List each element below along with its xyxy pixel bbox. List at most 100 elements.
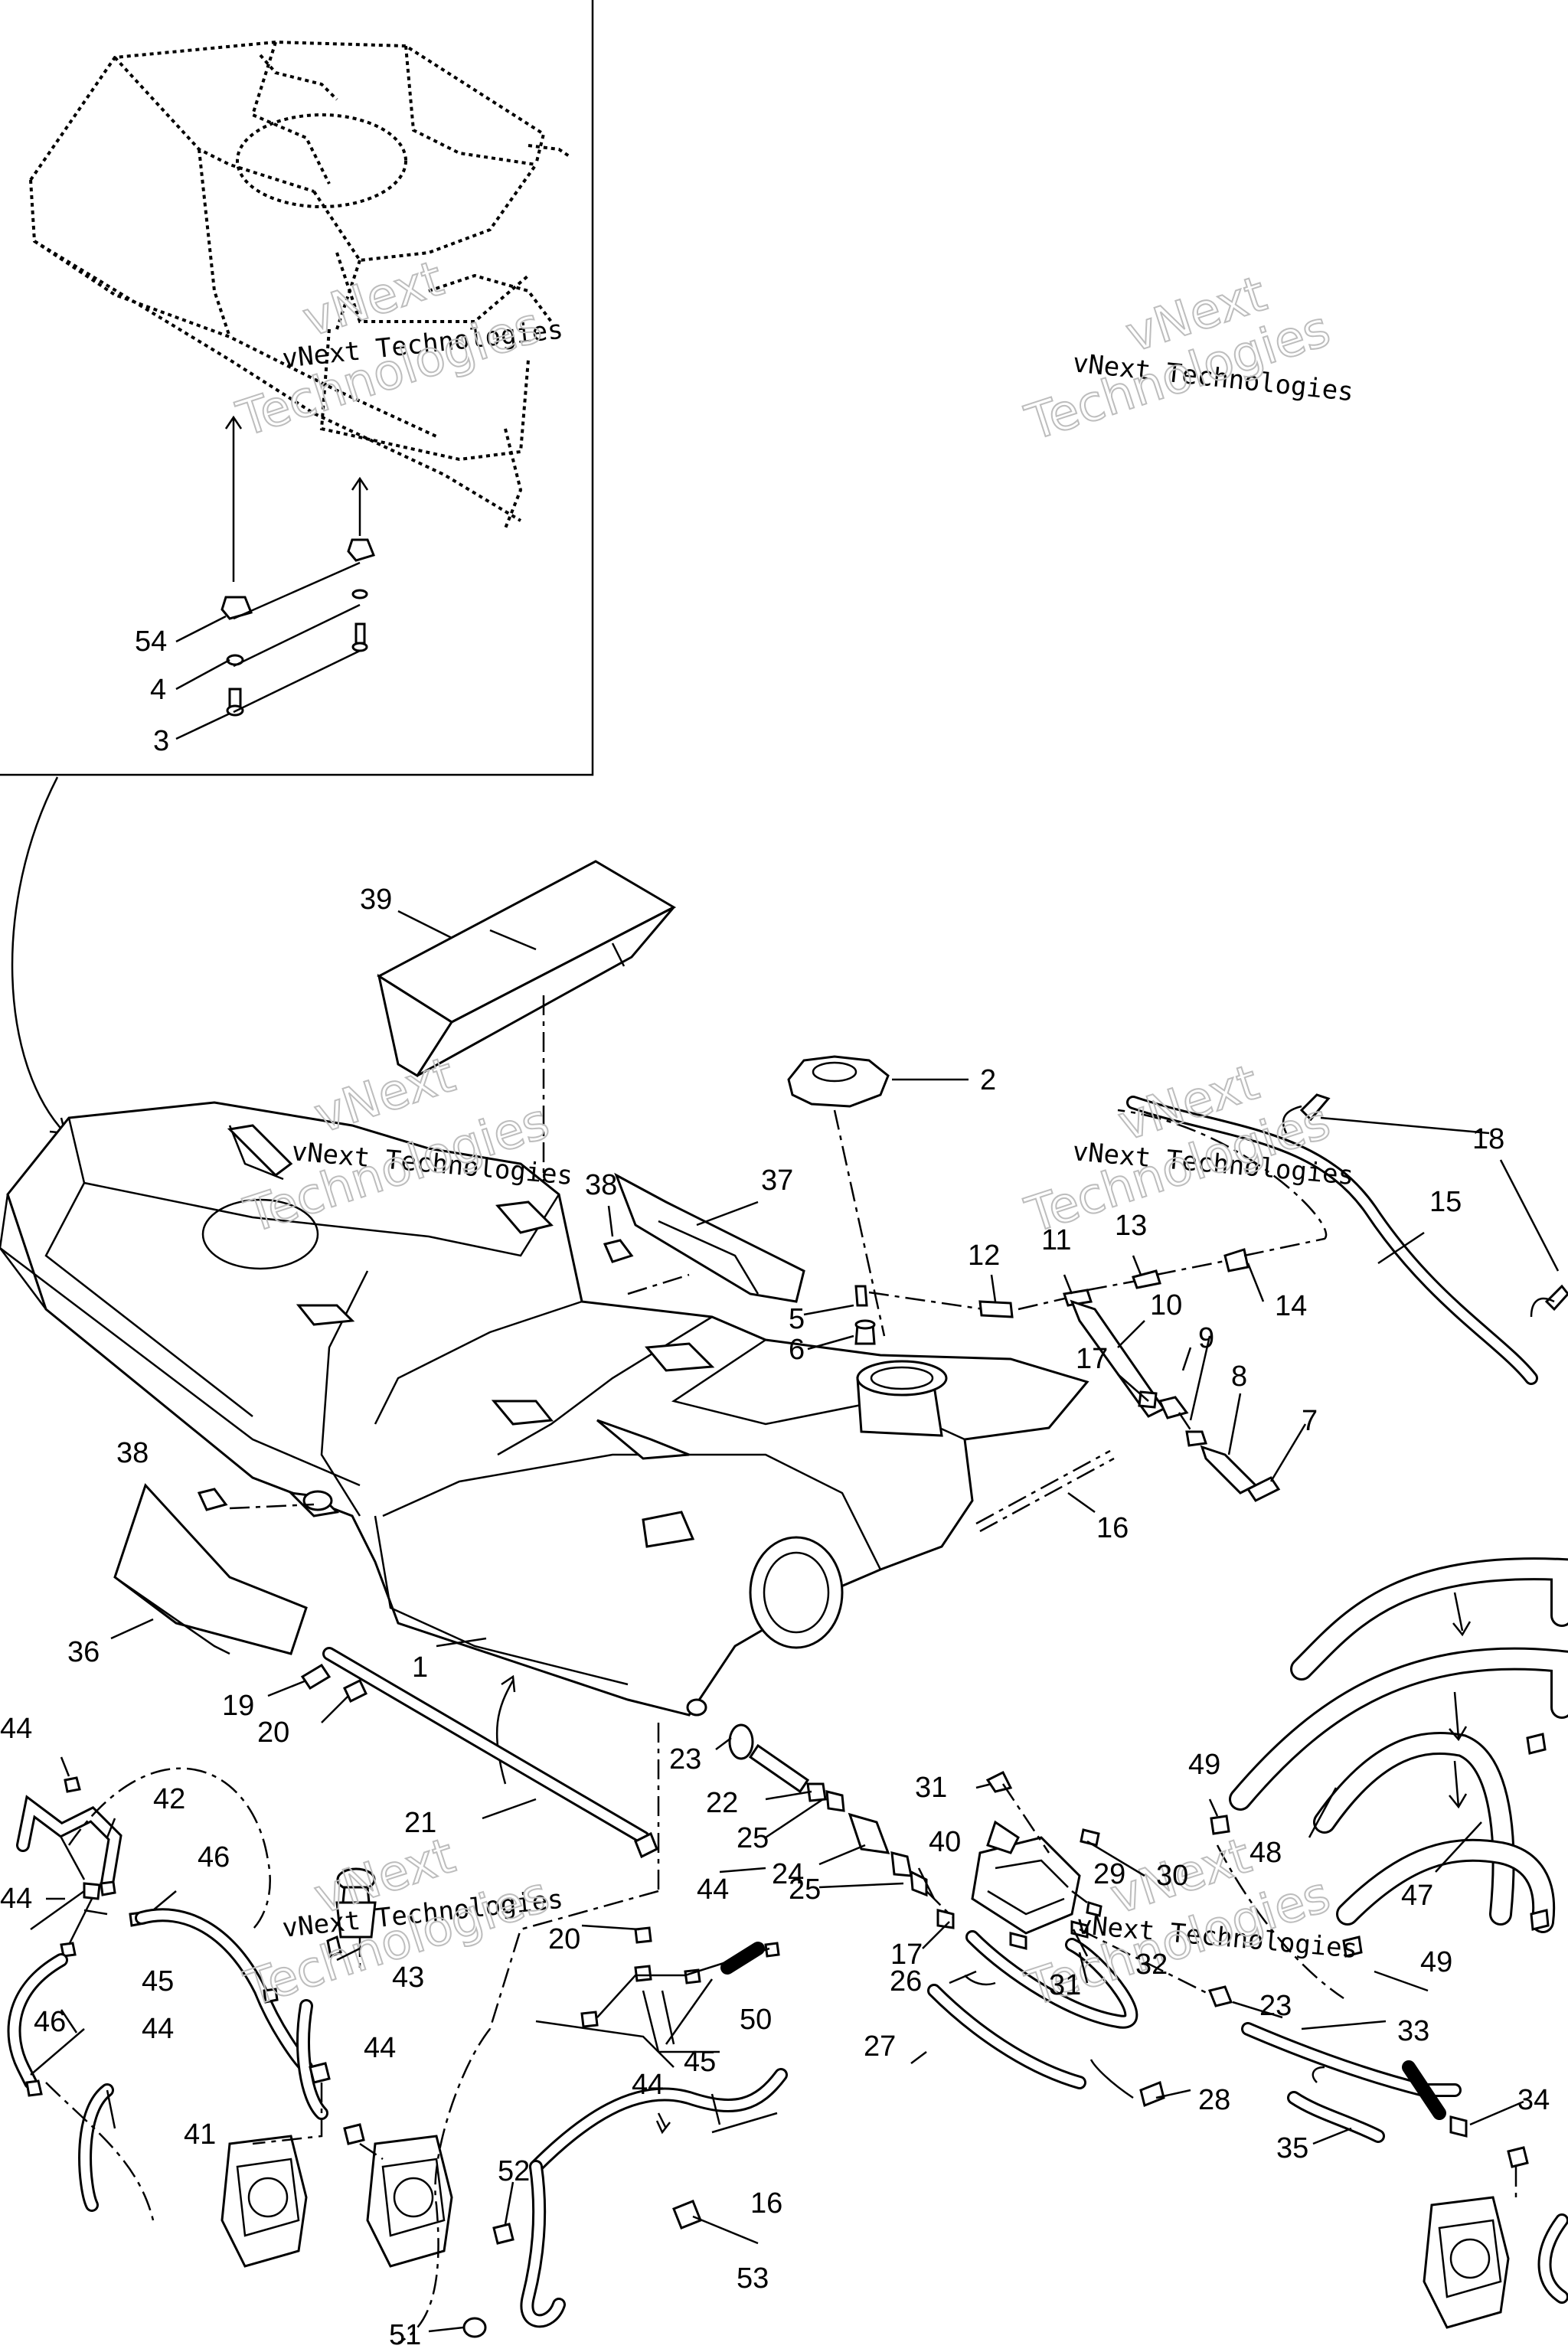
callout-51: 51 xyxy=(389,2319,421,2351)
callout-3: 3 xyxy=(153,725,169,757)
left-hose-assembly xyxy=(7,1767,328,2221)
fuel-hoses-26-28 xyxy=(927,1930,1165,2108)
callout-28: 28 xyxy=(1198,2084,1230,2116)
callout-9: 9 xyxy=(1198,1322,1214,1354)
callout-53: 53 xyxy=(737,2262,769,2295)
callout-49a: 49 xyxy=(1188,1749,1220,1781)
callout-38a: 38 xyxy=(585,1169,617,1201)
callout-17a: 17 xyxy=(1076,1343,1108,1375)
fuel-hoses-33-35 xyxy=(1207,1985,1468,2143)
callout-46b: 46 xyxy=(34,2006,66,2038)
vent-hose-15 xyxy=(1126,1093,1568,1385)
callout-16b: 16 xyxy=(750,2187,782,2220)
hoses-47-48 xyxy=(1210,1557,1568,2000)
callout-44c: 44 xyxy=(697,1873,729,1906)
callout-10: 10 xyxy=(1150,1289,1182,1321)
callout-18: 18 xyxy=(1472,1123,1504,1155)
fuel-pump xyxy=(971,1770,1210,1996)
callout-38b: 38 xyxy=(116,1437,149,1469)
callout-35: 35 xyxy=(1276,2132,1308,2164)
callout-8: 8 xyxy=(1231,1361,1247,1393)
vent-fitting xyxy=(854,1285,876,1345)
callout-36: 36 xyxy=(67,1636,100,1668)
watermark-1: vNext vNext Technologies Technologies xyxy=(230,250,564,449)
callout-14: 14 xyxy=(1275,1290,1307,1322)
callout-30: 30 xyxy=(1156,1860,1188,1892)
callout-43: 43 xyxy=(392,1962,424,1994)
callout-31b: 31 xyxy=(1049,1969,1081,2001)
callout-39: 39 xyxy=(360,884,392,916)
side-panel-37 xyxy=(614,1172,805,1303)
callout-44e: 44 xyxy=(364,2032,396,2064)
callout-44d: 44 xyxy=(142,2013,174,2045)
callout-20b: 20 xyxy=(548,1923,580,1955)
watermark-4: vNext vNext Technologies Technologies xyxy=(1018,1054,1355,1245)
callout-44b: 44 xyxy=(0,1883,32,1915)
callout-22: 22 xyxy=(706,1787,738,1819)
callout-44f: 44 xyxy=(632,2069,664,2101)
callout-48: 48 xyxy=(1250,1837,1282,1869)
callout-41: 41 xyxy=(184,2118,216,2151)
inset-pointer-arrow xyxy=(11,776,66,1134)
watermark-2: vNext vNext Technologies Technologies xyxy=(1018,265,1355,452)
callout-31a: 31 xyxy=(915,1772,947,1804)
callout-47: 47 xyxy=(1401,1880,1433,1912)
callout-52: 52 xyxy=(498,2155,530,2187)
callout-17b: 17 xyxy=(890,1939,923,1971)
callout-45a: 45 xyxy=(142,1965,174,1998)
callout-26: 26 xyxy=(890,1965,922,1998)
callout-labels: 54 4 3 39 2 18 37 38 15 12 11 13 5 6 10 … xyxy=(0,626,1550,2351)
callout-23a: 23 xyxy=(669,1743,701,1775)
callout-29: 29 xyxy=(1093,1858,1125,1890)
callout-23b: 23 xyxy=(1259,1990,1292,2022)
side-panel-36 xyxy=(113,1483,308,1655)
callout-6: 6 xyxy=(789,1334,805,1366)
callout-40: 40 xyxy=(929,1826,961,1858)
callout-2: 2 xyxy=(980,1064,996,1096)
callout-24: 24 xyxy=(772,1858,804,1890)
callout-4: 4 xyxy=(150,674,166,706)
upper-cover xyxy=(377,860,677,1078)
callout-32: 32 xyxy=(1135,1949,1168,1981)
callout-11: 11 xyxy=(1041,1224,1071,1256)
fuel-fitting-chain xyxy=(728,1723,955,1929)
callout-12: 12 xyxy=(968,1240,1000,1272)
grommet-38b xyxy=(197,1488,228,1511)
grommet-38a xyxy=(603,1239,634,1263)
callout-34: 34 xyxy=(1517,2084,1550,2116)
lower-hoses xyxy=(397,1926,788,2344)
fuel-cap xyxy=(787,1055,890,1108)
callout-45b: 45 xyxy=(684,2046,716,2078)
carburetor-right xyxy=(1423,2146,1568,2329)
callout-16a: 16 xyxy=(1096,1512,1129,1544)
carburetors-left xyxy=(220,2062,453,2268)
callout-21: 21 xyxy=(404,1807,436,1839)
callout-25b: 25 xyxy=(789,1873,821,1906)
callout-15: 15 xyxy=(1429,1186,1462,1218)
inset-body-panel xyxy=(29,40,572,529)
leader-lines xyxy=(30,615,1560,2333)
drain-line xyxy=(300,1647,660,2030)
callout-37: 37 xyxy=(761,1165,793,1197)
callout-44a: 44 xyxy=(0,1713,32,1745)
callout-49b: 49 xyxy=(1420,1946,1452,1978)
callout-13: 13 xyxy=(1115,1210,1147,1242)
callout-19: 19 xyxy=(222,1690,254,1722)
callout-50: 50 xyxy=(740,2004,772,2036)
fuel-tank xyxy=(0,1101,1089,1717)
vent-line xyxy=(868,1109,1328,1502)
inset-detail xyxy=(0,0,594,776)
primer-43 xyxy=(326,1867,377,1971)
callout-5: 5 xyxy=(789,1303,805,1335)
callout-42: 42 xyxy=(153,1783,185,1815)
callout-27: 27 xyxy=(864,2030,896,2063)
callout-54: 54 xyxy=(135,626,167,658)
callout-7: 7 xyxy=(1302,1405,1318,1437)
callout-33: 33 xyxy=(1397,2015,1429,2047)
inset-fasteners xyxy=(220,415,375,717)
callout-25a: 25 xyxy=(737,1822,769,1854)
callout-46a: 46 xyxy=(198,1841,230,1873)
vent-hose-16a xyxy=(975,1449,1115,1533)
callout-1: 1 xyxy=(412,1651,428,1684)
